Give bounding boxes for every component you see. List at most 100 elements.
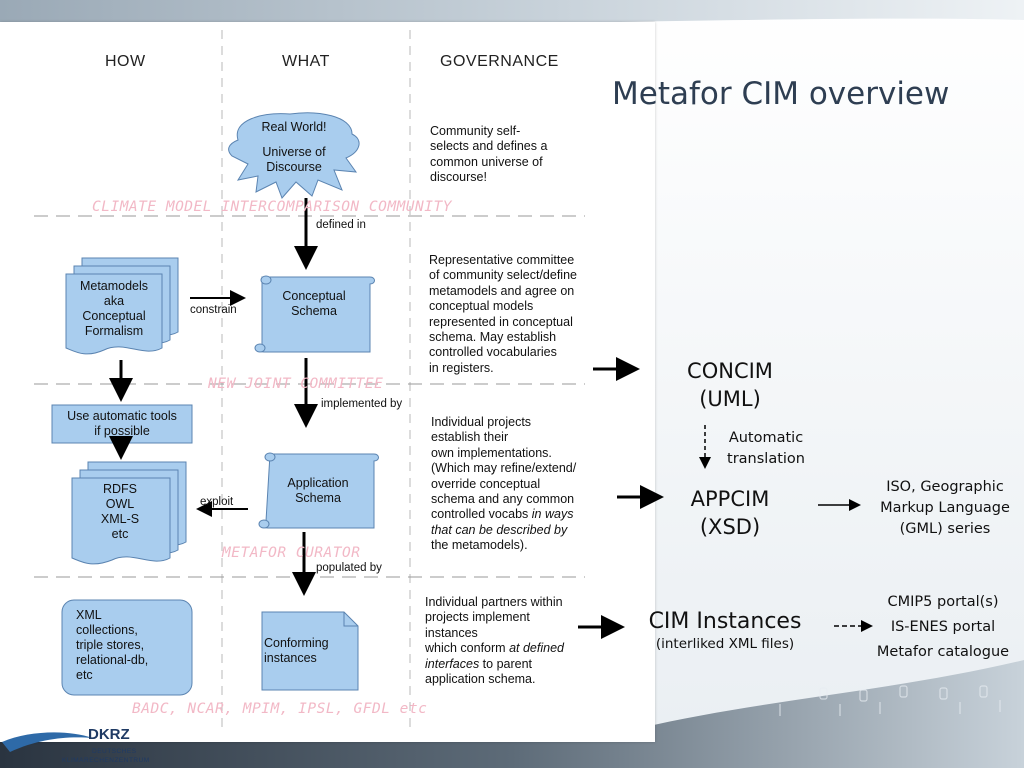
governance-community: Community self- selects and defines a co… bbox=[430, 124, 630, 186]
rdfs-line: XML-S bbox=[100, 512, 140, 526]
xml-collections-line: collections, bbox=[76, 623, 138, 637]
xml-collections-line: etc bbox=[76, 668, 93, 682]
real-world-line2: Universe of bbox=[262, 145, 326, 159]
dkrz-line2: KLIMARECHENZENTRUM bbox=[62, 757, 150, 764]
xml-collections-box bbox=[61, 599, 193, 696]
label-constrain: constrain bbox=[190, 304, 237, 316]
governance-line: discourse! bbox=[430, 170, 487, 185]
label-populated-by: populated by bbox=[316, 562, 382, 574]
conforming-instances-line: instances bbox=[264, 651, 317, 665]
concim-sub: (UML) bbox=[699, 387, 761, 411]
governance-line: which conform at defined bbox=[425, 641, 640, 656]
governance-text: to parent bbox=[479, 656, 533, 671]
governance-line: Individual partners within bbox=[425, 595, 563, 609]
translation-text: translation bbox=[727, 451, 805, 467]
governance-line: metamodels and agree on bbox=[429, 283, 575, 298]
band-partners: BADC, NCAR, MPIM, IPSL, GFDL etc bbox=[132, 701, 428, 717]
application-schema-scroll bbox=[258, 452, 379, 529]
conceptual-schema-label: Conceptual Schema bbox=[262, 289, 366, 319]
rdfs-label: RDFS OWL XML-S etc bbox=[72, 482, 168, 542]
cim-instances-label: CIM Instances (interliked XML files) bbox=[630, 608, 820, 652]
governance-text: which conform bbox=[425, 641, 510, 656]
label-exploit: exploit bbox=[200, 496, 234, 508]
governance-partners: Individual partners within projects impl… bbox=[425, 595, 640, 687]
dkrz-wordmark: DKRZ bbox=[88, 728, 130, 740]
portal-line: Metafor catalogue bbox=[876, 644, 1010, 660]
governance-line: (Which may refine/extend/ bbox=[431, 461, 577, 476]
portal-line: CMIP5 portal(s) bbox=[887, 594, 999, 610]
conceptual-schema-scroll bbox=[254, 275, 375, 353]
metamodels-line: aka bbox=[103, 294, 125, 308]
governance-projects: Individual projects establish their own … bbox=[431, 415, 646, 554]
governance-line: selects and defines a bbox=[430, 139, 548, 154]
governance-line: controlled vocabularies bbox=[429, 345, 557, 360]
governance-line: in registers. bbox=[429, 360, 494, 375]
application-schema-label: Application Schema bbox=[266, 476, 370, 506]
governance-text: controlled vocabs bbox=[431, 507, 532, 522]
label-implemented-by: implemented by bbox=[321, 398, 403, 410]
cim-instances-sub: (interliked XML files) bbox=[655, 636, 795, 652]
concim-label: CONCIM (UML) bbox=[660, 357, 800, 413]
portal-line: IS-ENES portal bbox=[890, 619, 996, 635]
auto-tools-line: if possible bbox=[94, 424, 150, 438]
real-world-line3: Discourse bbox=[266, 160, 322, 174]
metamodels-line: Metamodels bbox=[79, 279, 149, 293]
governance-line: establish their bbox=[431, 430, 509, 445]
xml-collections-line: triple stores, bbox=[76, 638, 145, 652]
concim-title: CONCIM bbox=[687, 359, 773, 383]
governance-line: conceptual models bbox=[429, 299, 534, 314]
governance-italic: at defined bbox=[509, 641, 564, 656]
appcim-title: APPCIM bbox=[690, 487, 770, 511]
appcim-label: APPCIM (XSD) bbox=[660, 485, 800, 541]
xml-collections-label: XML collections, triple stores, relation… bbox=[76, 608, 186, 683]
metamodels-label: Metamodels aka Conceptual Formalism bbox=[66, 279, 162, 339]
governance-line: of community select/define bbox=[429, 268, 577, 283]
appcim-sub: (XSD) bbox=[699, 515, 761, 539]
governance-line: own implementations. bbox=[431, 445, 552, 460]
real-world-starburst bbox=[228, 112, 360, 199]
auto-tools-label: Use automatic tools if possible bbox=[52, 409, 192, 439]
real-world-line1: Real World! bbox=[261, 120, 327, 134]
governance-line: the metamodels). bbox=[431, 538, 528, 553]
automatic-text: Automatic bbox=[728, 430, 804, 446]
governance-line: application schema. bbox=[425, 672, 536, 687]
governance-line: Individual projects bbox=[431, 415, 532, 429]
rdfs-line: OWL bbox=[105, 497, 135, 511]
rdfs-stack bbox=[71, 461, 187, 565]
conceptual-schema-line: Schema bbox=[291, 304, 337, 318]
diagram-panel: HOW WHAT GOVERNANCE Real World! Universe… bbox=[0, 22, 655, 742]
governance-committee: Representative committee of community se… bbox=[429, 253, 639, 376]
band-metafor-curator: METAFOR CURATOR bbox=[222, 545, 361, 561]
cim-instances-title: CIM Instances bbox=[648, 609, 802, 634]
governance-line: Community self- bbox=[430, 124, 521, 138]
automatic-translation-label: Automatic translation bbox=[714, 428, 818, 470]
application-schema-line: Schema bbox=[295, 491, 341, 505]
governance-line: Representative committee bbox=[429, 253, 575, 267]
conforming-instances-label: Conforming instances bbox=[264, 636, 354, 666]
governance-line: override conceptual bbox=[431, 476, 541, 491]
slide-title: Metafor CIM overview bbox=[612, 76, 950, 112]
portals-label: CMIP5 portal(s) IS-ENES portal Metafor c… bbox=[866, 590, 1020, 665]
governance-line: represented in conceptual bbox=[429, 314, 573, 329]
conforming-instances-line: Conforming bbox=[264, 636, 329, 650]
iso-gml-label: ISO, Geographic Markup Language (GML) se… bbox=[870, 477, 1020, 540]
rdfs-line: etc bbox=[111, 527, 129, 541]
label-defined-in: defined in bbox=[316, 219, 366, 231]
header-what: WHAT bbox=[282, 53, 330, 70]
governance-italic: in ways bbox=[531, 507, 574, 522]
iso-line: (GML) series bbox=[899, 521, 991, 537]
metamodels-line: Conceptual bbox=[82, 309, 146, 323]
band-new-joint-committee: NEW JOINT COMMITTEE bbox=[208, 376, 384, 392]
governance-line: projects implement bbox=[425, 610, 530, 625]
iso-line: Markup Language bbox=[880, 500, 1010, 516]
diagram-graphics bbox=[34, 30, 585, 732]
rdfs-line: RDFS bbox=[102, 482, 138, 496]
dkrz-swoosh-icon bbox=[2, 732, 92, 752]
metamodels-stack bbox=[65, 257, 179, 355]
conceptual-schema-line: Conceptual bbox=[282, 289, 346, 303]
conforming-instances-page bbox=[261, 611, 359, 691]
governance-line: controlled vocabs in ways bbox=[431, 507, 646, 522]
governance-line: interfaces to parent bbox=[425, 657, 640, 672]
